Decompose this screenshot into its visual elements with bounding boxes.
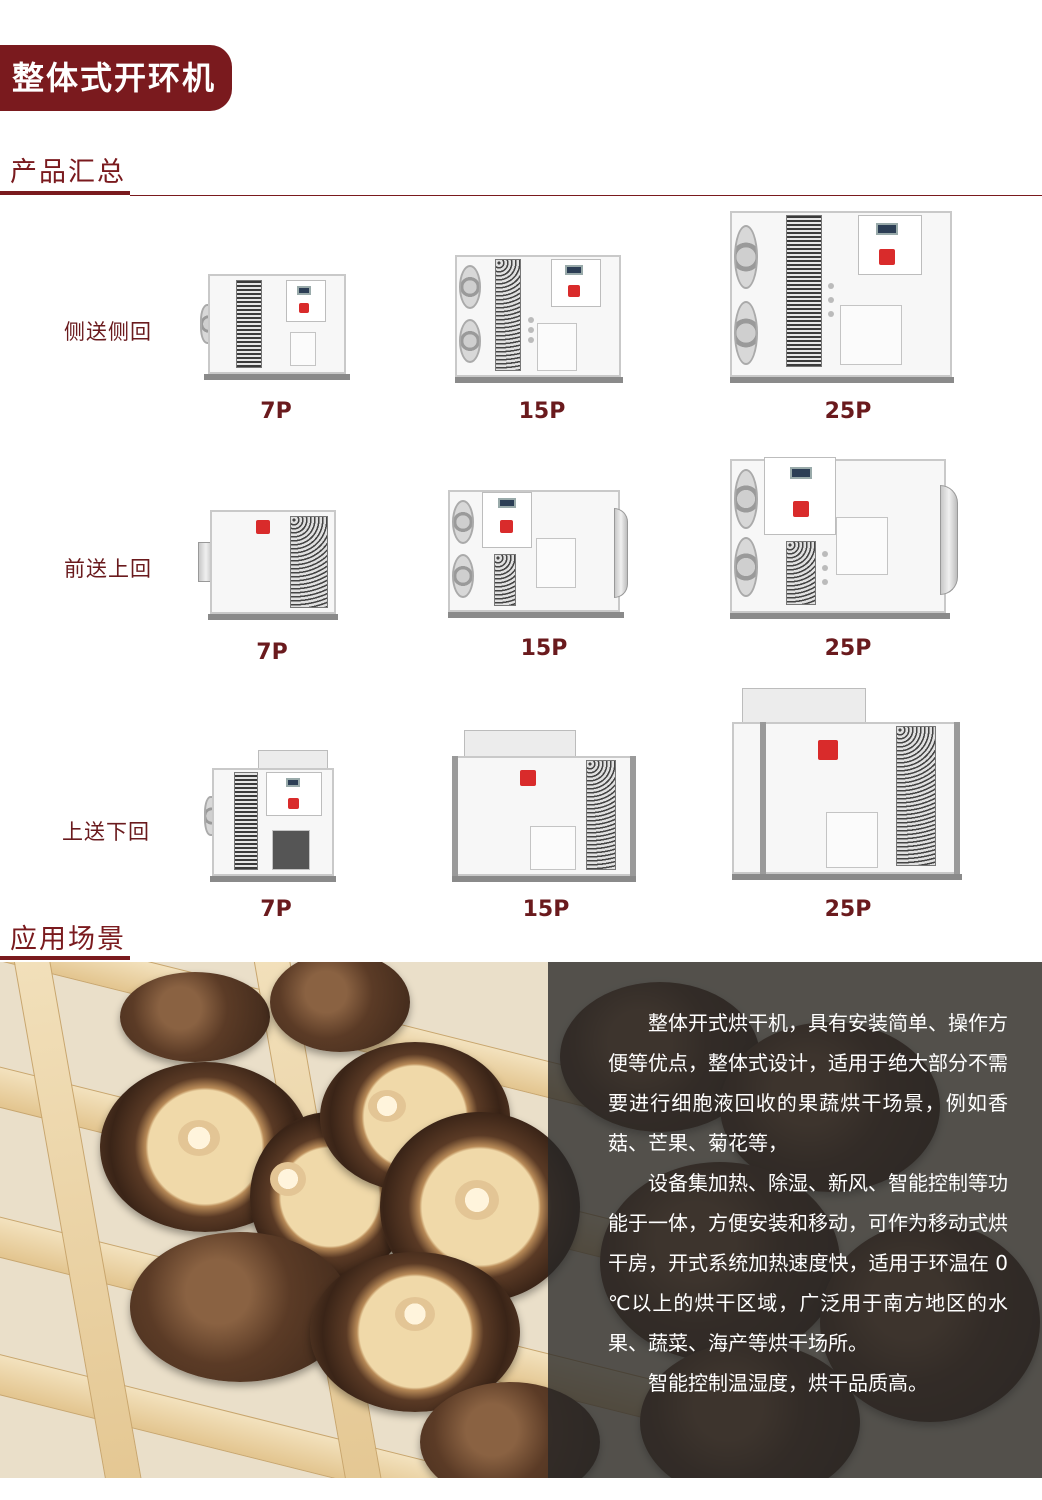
product-image-front-15p <box>448 488 634 620</box>
brand-logo-icon <box>818 740 838 760</box>
summary-rule <box>130 195 1042 196</box>
model-label-front-25p: 25P <box>824 636 872 661</box>
row-label-side: 侧送侧回 <box>64 320 152 344</box>
row-label-front: 前送上回 <box>64 557 152 581</box>
description-paragraph-1: 整体开式烘干机，具有安装简单、操作方便等优点，整体式设计，适用于绝大部分不需要进… <box>608 1011 1008 1155</box>
brand-logo-icon <box>793 501 809 517</box>
model-label-top-25p: 25P <box>824 897 872 922</box>
model-label-side-15p: 15P <box>518 399 566 424</box>
summary-heading-underline <box>0 191 130 195</box>
summary-heading: 产品汇总 <box>10 157 126 188</box>
brand-logo-icon <box>256 520 270 534</box>
row-label-top: 上送下回 <box>62 820 150 844</box>
brand-logo-icon <box>520 770 536 786</box>
product-image-top-25p <box>732 688 964 884</box>
product-image-front-25p <box>730 455 962 620</box>
description-overlay <box>548 962 1042 1478</box>
model-label-side-7p: 7P <box>260 399 292 424</box>
product-image-side-15p <box>455 253 625 385</box>
model-label-front-15p: 15P <box>520 636 568 661</box>
model-label-front-7p: 7P <box>256 640 288 665</box>
model-label-top-15p: 15P <box>522 897 570 922</box>
description-paragraph-2: 设备集加热、除湿、新风、智能控制等功能于一体，方便安装和移动，可作为移动式烘干房… <box>608 1171 1008 1355</box>
product-image-front-7p <box>198 508 340 622</box>
brand-logo-icon <box>500 520 513 533</box>
product-image-top-7p <box>204 750 336 884</box>
application-heading: 应用场景 <box>10 924 126 955</box>
brand-logo-icon <box>288 798 299 809</box>
brand-logo-icon <box>299 303 309 313</box>
description-paragraph-3: 智能控制温湿度，烘干品质高。 <box>648 1371 928 1395</box>
brand-logo-icon <box>568 285 580 297</box>
product-image-side-7p <box>200 272 350 384</box>
page-title: 整体式开环机 <box>0 45 232 111</box>
application-description: 整体开式烘干机，具有安装简单、操作方便等优点，整体式设计，适用于绝大部分不需要进… <box>608 1003 1008 1403</box>
product-image-side-25p <box>730 209 955 385</box>
application-heading-underline <box>0 956 130 960</box>
model-label-side-25p: 25P <box>824 399 872 424</box>
product-image-top-15p <box>452 730 638 884</box>
model-label-top-7p: 7P <box>260 897 292 922</box>
brand-logo-icon <box>879 249 895 265</box>
